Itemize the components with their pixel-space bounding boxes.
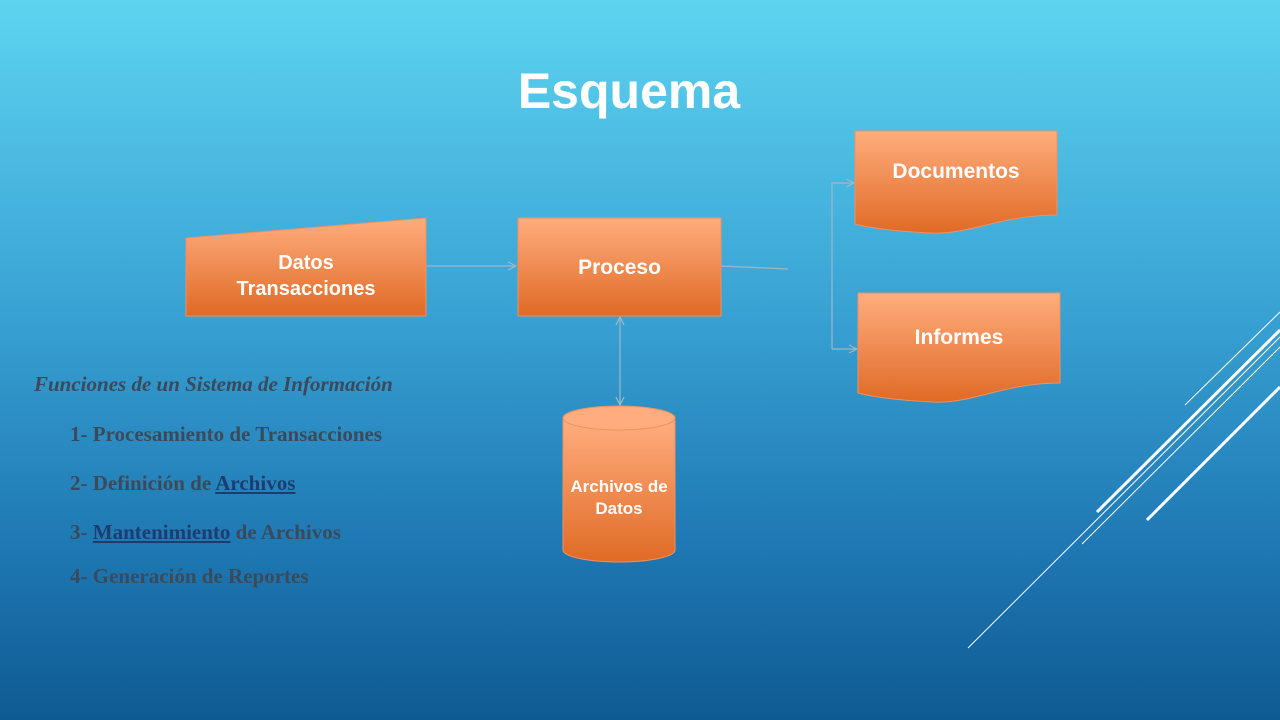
archivos-link[interactable]: Archivos bbox=[215, 471, 296, 495]
documentos-shape bbox=[854, 130, 1058, 234]
proceso-label: Proceso bbox=[578, 256, 661, 280]
function-item-3-suffix: de Archivos bbox=[230, 520, 341, 544]
mantenimiento-link[interactable]: Mantenimiento bbox=[92, 520, 231, 544]
arrow-to-documentos bbox=[831, 183, 854, 349]
functions-heading: Funciones de un Sistema de Información bbox=[34, 372, 393, 396]
function-item-2: 2- Definición de Archivos bbox=[70, 471, 295, 496]
informes-shape bbox=[857, 292, 1061, 403]
datos-transacciones-shape bbox=[185, 217, 427, 317]
archivos-label: Archivos de Datos bbox=[570, 476, 668, 518]
connectors bbox=[426, 183, 857, 405]
archivos-cylinder-top bbox=[562, 405, 676, 431]
proceso-shape bbox=[517, 217, 722, 317]
documentos-label: Documentos bbox=[892, 160, 1020, 184]
decorative-lines bbox=[967, 311, 1280, 649]
function-item-1: 1- Procesamiento de Transacciones bbox=[70, 422, 383, 446]
informes-label: Informes bbox=[914, 326, 1004, 350]
line-proceso-out bbox=[720, 265, 789, 270]
function-item-3-prefix: 3- bbox=[70, 520, 93, 544]
function-item-3: 3- Mantenimiento de Archivos bbox=[70, 520, 341, 545]
archivos-cylinder-body bbox=[562, 419, 676, 563]
function-item-2-prefix: 2- Definición de bbox=[70, 471, 216, 495]
datos-transacciones-label: Datos Transacciones bbox=[236, 252, 376, 300]
slide-title: Esquema bbox=[517, 63, 741, 119]
function-item-4: 4- Generación de Reportes bbox=[70, 564, 309, 588]
